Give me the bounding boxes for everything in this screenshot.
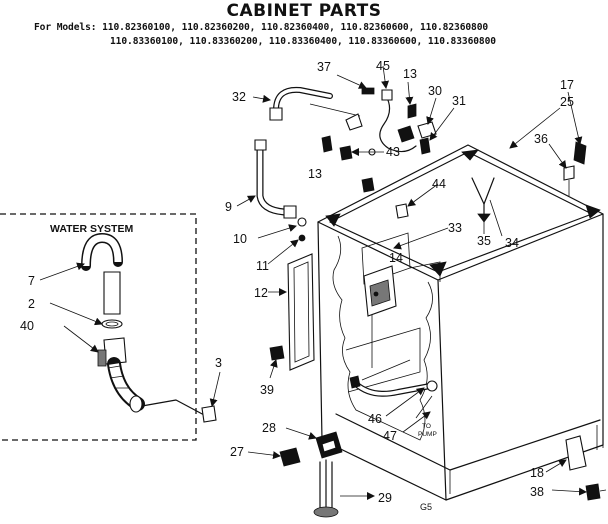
callout-14: 14 [389, 251, 403, 265]
callout-44: 44 [432, 177, 446, 191]
part-34-tripod [395, 177, 495, 223]
callout-11: 11 [256, 259, 269, 273]
callout-9: 9 [225, 200, 232, 214]
callout-47: 47 [383, 429, 397, 443]
callout-10: 10 [233, 232, 247, 246]
callout-7: 7 [28, 274, 35, 288]
callout-labels: 37 45 13 30 31 17 25 32 36 43 13 44 33 3… [20, 59, 574, 512]
callout-36: 36 [534, 132, 548, 146]
callout-30: 30 [428, 84, 442, 98]
callout-29: 29 [378, 491, 392, 505]
wire-harness-and-fasteners [321, 87, 437, 193]
callout-37: 37 [317, 60, 331, 74]
pump-note-pump: PUMP [418, 431, 437, 438]
callout-45: 45 [376, 59, 390, 73]
water-system-inset [0, 213, 217, 441]
part-17-clip [563, 141, 587, 196]
callout-38: 38 [530, 485, 544, 499]
part-9-hose [254, 139, 307, 242]
callout-34: 34 [505, 236, 519, 250]
callout-2: 2 [28, 297, 35, 311]
callout-33: 33 [448, 221, 462, 235]
part-39-clip [269, 345, 285, 361]
callout-17: 17 [560, 78, 574, 92]
pump-note-to: TO [422, 423, 431, 430]
part-32-hose [269, 86, 363, 131]
page-title: CABINET PARTS [226, 1, 382, 21]
callout-12: 12 [254, 286, 268, 300]
callout-25: 25 [560, 95, 574, 109]
model-list-line-2: 110.83360100, 110.83360200, 110.83360400… [110, 36, 496, 47]
callout-27: 27 [230, 445, 244, 459]
cabinet-body [317, 144, 604, 501]
callout-31: 31 [452, 94, 466, 108]
part-28-leg-bracket [279, 431, 343, 518]
callout-13: 13 [403, 67, 417, 81]
callout-18: 18 [530, 466, 544, 480]
callout-3: 3 [215, 356, 222, 370]
part-12-panel [287, 253, 315, 371]
callout-28: 28 [262, 421, 276, 435]
callout-32: 32 [232, 90, 246, 104]
callout-35: 35 [477, 234, 491, 248]
corner-code: G5 [420, 502, 432, 512]
callout-43: 43 [386, 145, 400, 159]
leader-lines [39, 65, 587, 500]
callout-13b: 13 [308, 167, 322, 181]
callout-46: 46 [368, 412, 382, 426]
water-system-label: WATER SYSTEM [50, 223, 133, 235]
model-list-line-1: For Models: 110.82360100, 110.82360200, … [34, 22, 489, 33]
part-14-bracket [363, 265, 397, 317]
part-38-screw [585, 483, 607, 501]
part-46-outlet-hose [349, 375, 438, 397]
callout-39: 39 [260, 383, 274, 397]
callout-40: 40 [20, 319, 34, 333]
